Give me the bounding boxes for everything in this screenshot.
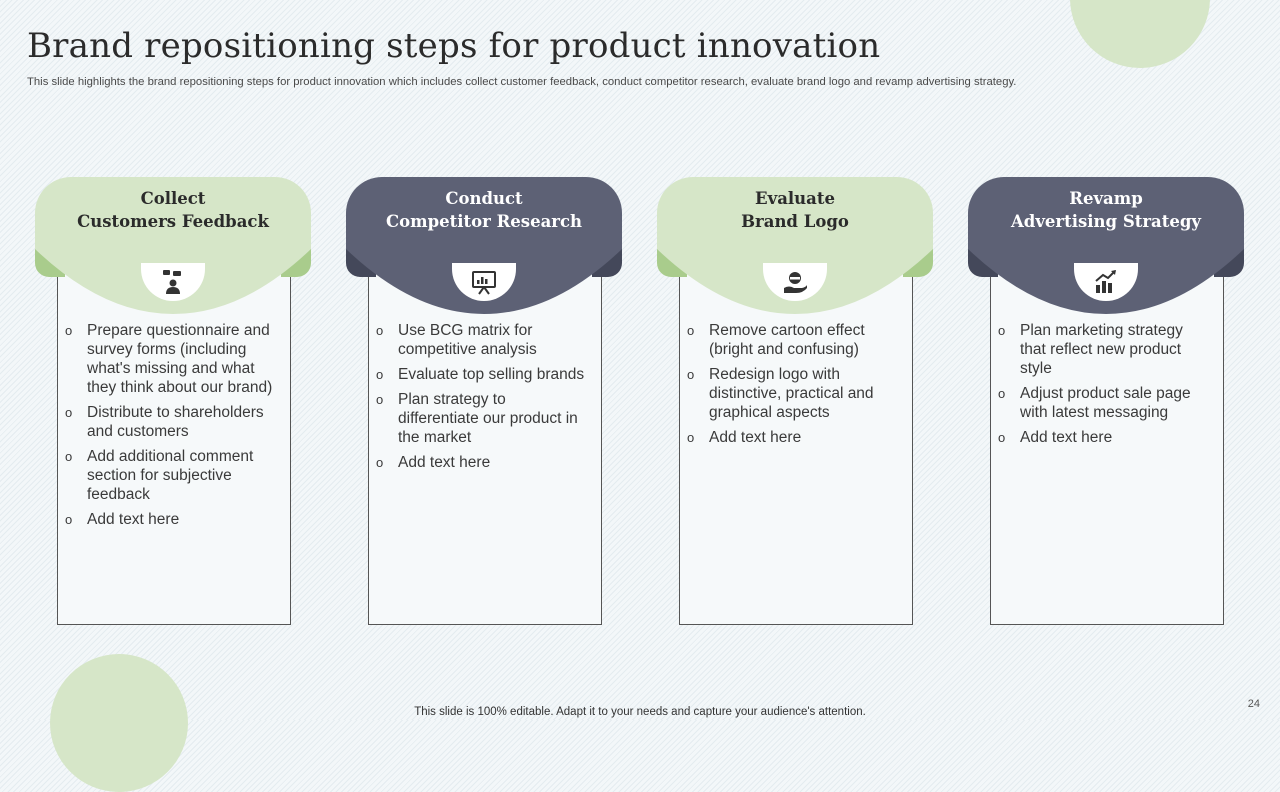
- card-title-line2: Brand Logo: [741, 212, 849, 231]
- list-item: Remove cartoon effect (bright and confus…: [687, 321, 897, 359]
- card-title-line1: Revamp: [1069, 189, 1143, 208]
- card-title-line2: Competitor Research: [385, 212, 582, 231]
- decorative-circle-top: [1070, 0, 1210, 68]
- list-item: Plan strategy to differentiate our produ…: [376, 390, 586, 447]
- step-card-brand-logo: Evaluate Brand Logo Remove cartoon effec…: [657, 177, 933, 625]
- list-item: Add text here: [376, 453, 586, 472]
- card-title: Revamp Advertising Strategy: [968, 187, 1244, 233]
- bullet-list: Use BCG matrix for competitive analysis …: [376, 321, 586, 478]
- step-card-collect-feedback: Collect Customers Feedback Prepare quest…: [35, 177, 311, 625]
- list-item: Add text here: [998, 428, 1208, 447]
- bullet-list: Prepare questionnaire and survey forms (…: [65, 321, 275, 535]
- list-item: Distribute to shareholders and customers: [65, 403, 275, 441]
- card-title-line2: Customers Feedback: [77, 212, 269, 231]
- slide-title: Brand repositioning steps for product in…: [27, 26, 881, 66]
- step-card-advertising-strategy: Revamp Advertising Strategy Plan marketi…: [968, 177, 1244, 625]
- list-item: Redesign logo with distinctive, practica…: [687, 365, 897, 422]
- list-item: Add text here: [687, 428, 897, 447]
- list-item: Add text here: [65, 510, 275, 529]
- card-title: Conduct Competitor Research: [346, 187, 622, 233]
- footer-note: This slide is 100% editable. Adapt it to…: [414, 706, 866, 718]
- card-title-line1: Conduct: [445, 189, 523, 208]
- bullet-list: Plan marketing strategy that reflect new…: [998, 321, 1208, 453]
- list-item: Add additional comment section for subje…: [65, 447, 275, 504]
- page-number: 24: [1247, 698, 1260, 710]
- decorative-circle-bottom: [50, 654, 188, 792]
- card-title-line1: Collect: [140, 189, 206, 208]
- list-item: Evaluate top selling brands: [376, 365, 586, 384]
- card-title-line2: Advertising Strategy: [1010, 212, 1201, 231]
- card-title-line1: Evaluate: [755, 189, 835, 208]
- card-title: Evaluate Brand Logo: [657, 187, 933, 233]
- list-item: Adjust product sale page with latest mes…: [998, 384, 1208, 422]
- list-item: Prepare questionnaire and survey forms (…: [65, 321, 275, 397]
- list-item: Plan marketing strategy that reflect new…: [998, 321, 1208, 378]
- slide-subtitle: This slide highlights the brand repositi…: [27, 76, 1017, 88]
- bullet-list: Remove cartoon effect (bright and confus…: [687, 321, 897, 453]
- list-item: Use BCG matrix for competitive analysis: [376, 321, 586, 359]
- step-card-competitor-research: Conduct Competitor Research Use BCG matr…: [346, 177, 622, 625]
- card-title: Collect Customers Feedback: [35, 187, 311, 233]
